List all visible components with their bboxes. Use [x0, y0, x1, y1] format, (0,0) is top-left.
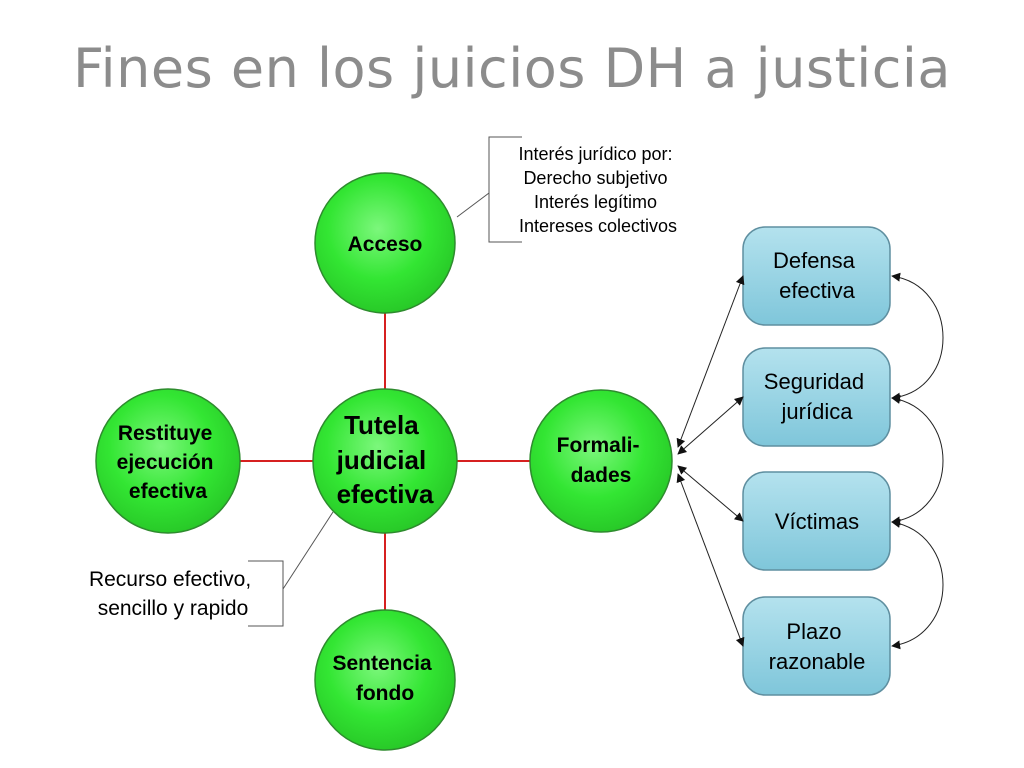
plazo-line-1: razonable — [769, 649, 866, 674]
defensa-line-0: Defensa — [773, 248, 856, 273]
victimas-line-0: Víctimas — [775, 509, 859, 534]
leader-recurso — [282, 511, 334, 590]
center-line-1: judicial — [336, 445, 427, 475]
svg-text:Sentencia fondo: Sentencia fondo — [332, 652, 437, 705]
recurso-line-0: Recurso efectivo, — [89, 568, 251, 591]
svg-text:Restituye ejecución: Restituye ejecución efectiva — [117, 422, 220, 503]
svg-text:Seguridad jurídica: Seguridad jurídica — [764, 369, 870, 424]
seguridad-line-1: jurídica — [781, 399, 854, 424]
box-victimas: Víctimas — [742, 471, 891, 571]
acceso-line-0: Acceso — [348, 233, 423, 256]
restituye-line-0: Restituye — [118, 422, 213, 445]
note-leaders — [248, 136, 522, 627]
formalidades-line-0: Formali- — [557, 434, 640, 457]
interes-line-0: Interés jurídico por: — [518, 144, 672, 164]
box-plazo: Plazo razonable — [742, 596, 891, 696]
circle-sentencia: Sentencia fondo — [314, 609, 456, 751]
plazo-line-0: Plazo — [786, 619, 841, 644]
svg-text:Interés jurídico por:: Interés jurídico por: Derecho subjetivo … — [518, 144, 677, 236]
svg-text:Víctimas: Víctimas — [775, 509, 859, 534]
svg-text:Acceso: Acceso — [348, 233, 423, 256]
arrow-to-victimas — [677, 465, 744, 522]
leader-interes — [456, 192, 490, 218]
interes-line-2: Interés legítimo — [534, 192, 657, 212]
center-line-0: Tutela — [344, 410, 419, 440]
sentencia-line-1: fondo — [356, 682, 414, 705]
box-seguridad: Seguridad jurídica — [742, 347, 891, 447]
curve-victimas-plazo — [891, 518, 944, 650]
center-line-2: efectiva — [337, 479, 434, 509]
recurso-line-1: sencillo y rapido — [98, 597, 249, 620]
defensa-line-1: efectiva — [779, 278, 856, 303]
svg-text:Recurso efectivo, senc: Recurso efectivo, sencillo y rapido — [89, 568, 257, 620]
interes-line-3: Intereses colectivos — [519, 216, 677, 236]
slide-title: Fines en los juicios DH a justicia — [72, 37, 952, 100]
restituye-line-2: efectiva — [129, 480, 208, 503]
curve-seguridad-victimas — [891, 394, 944, 526]
circle-formalidades: Formali- dades — [529, 389, 673, 533]
note-interes: Interés jurídico por: Derecho subjetivo … — [518, 144, 677, 236]
restituye-line-1: ejecución — [117, 451, 214, 474]
formalidades-arrows — [676, 275, 745, 647]
svg-text:Defensa efectiva: Defensa efectiva — [773, 248, 861, 303]
curve-defensa-seguridad — [891, 272, 944, 402]
box-link-arrows — [891, 272, 944, 650]
circle-restituye: Restituye ejecución efectiva — [95, 388, 241, 534]
spokes — [238, 305, 530, 612]
arrow-to-seguridad — [677, 396, 744, 455]
svg-text:Formali- dades: Formali- dades — [557, 434, 646, 487]
arrow-to-defensa — [676, 275, 745, 448]
sentencia-line-0: Sentencia — [332, 652, 432, 675]
circle-center: Tutela judicial efectiva — [312, 388, 458, 534]
arrow-to-plazo — [676, 473, 745, 647]
seguridad-line-0: Seguridad — [764, 369, 864, 394]
interes-line-1: Derecho subjetivo — [523, 168, 667, 188]
formalidades-line-1: dades — [571, 464, 632, 487]
bracket-interes — [488, 136, 522, 243]
bracket-recurso — [248, 560, 284, 627]
circle-acceso: Acceso — [314, 172, 456, 314]
svg-text:Tutela judicial: Tutela judicial efectiva — [336, 410, 434, 509]
note-recurso: Recurso efectivo, sencillo y rapido — [89, 568, 257, 620]
svg-text:Plazo razonable: Plazo razonable — [769, 619, 866, 674]
box-defensa: Defensa efectiva — [742, 226, 891, 326]
